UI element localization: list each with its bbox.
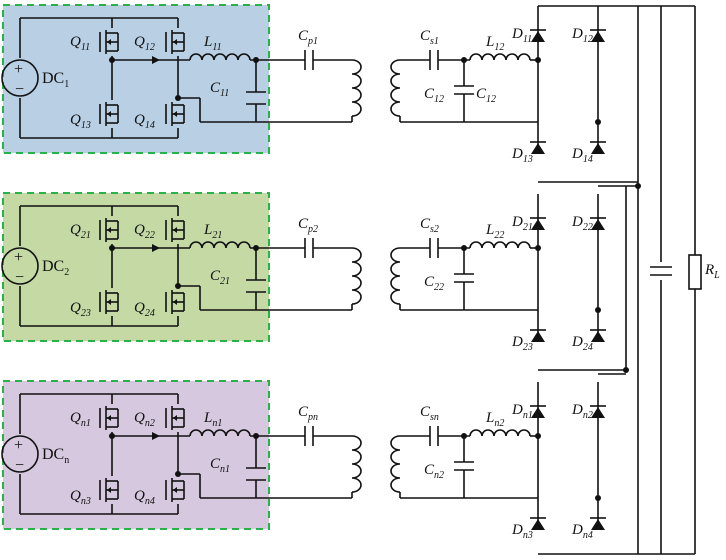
dc-source-label: DC1: [42, 70, 69, 90]
diode-d11: [530, 29, 546, 42]
svg-text:−: −: [15, 457, 24, 474]
load-label: RL: [704, 262, 720, 281]
secondary-shunt-label: C22: [424, 274, 444, 293]
switch-q14: [165, 100, 185, 128]
inductor-label: Ln1: [203, 410, 222, 429]
secondary-inductor-label: L22: [485, 222, 504, 241]
capacitor-label: Cn1: [210, 456, 230, 475]
switch-label: Q12: [134, 34, 155, 53]
dc-source-label: DC2: [42, 258, 69, 278]
switch-qn2: [165, 404, 185, 432]
diode-label: D23: [511, 334, 533, 353]
load-resistor: RL: [688, 254, 720, 290]
switch-label: Q21: [70, 222, 91, 241]
svg-text:+: +: [14, 61, 23, 78]
switch-qn3: [99, 476, 119, 504]
dc-source: + − DC1: [1, 18, 69, 138]
diode-label: Dn3: [511, 522, 533, 541]
primary-cap-label: Cpn: [298, 404, 318, 423]
module-box: [2, 192, 270, 342]
secondary-inductor: [469, 429, 531, 437]
diode-label: D21: [511, 214, 533, 233]
secondary-cap-label: Csn: [420, 404, 439, 423]
resonant-inductor: [189, 429, 251, 437]
dc-source: + − DC2: [1, 206, 69, 326]
secondary-cap-label: Cs1: [420, 28, 439, 47]
primary-cap-label: Cp2: [298, 216, 318, 235]
svg-text:−: −: [15, 81, 24, 98]
switch-label: Q23: [70, 300, 91, 319]
diode-label: D22: [571, 214, 593, 233]
diode-dn4: [590, 517, 606, 530]
switch-label: Q24: [134, 300, 155, 319]
capacitor-label: C11: [210, 80, 229, 99]
diode-dn1: [530, 405, 546, 418]
switch-q22: [165, 216, 185, 244]
switch-qn4: [165, 476, 185, 504]
diode-d13: [530, 141, 546, 154]
svg-text:+: +: [14, 437, 23, 454]
capacitor-label: C21: [210, 268, 230, 287]
dc-source: + − DCn: [1, 394, 69, 514]
secondary-shunt-label: Cn2: [424, 462, 444, 481]
switch-label: Q11: [70, 34, 90, 53]
diode-d23: [530, 329, 546, 342]
secondary-inductor: [469, 53, 531, 61]
switch-label: Q22: [134, 222, 155, 241]
primary-cap-label: Cp1: [298, 28, 318, 47]
switch-label: Qn4: [134, 488, 155, 507]
diode-d21: [530, 217, 546, 230]
svg-text:−: −: [15, 269, 24, 286]
diode-dn3: [530, 517, 546, 530]
secondary-inductor-label: Ln2: [485, 410, 504, 429]
module-box: [2, 4, 270, 154]
switch-label: Qn1: [70, 410, 91, 429]
switch-label: Qn3: [70, 488, 91, 507]
secondary-cap-label: Cs2: [420, 216, 439, 235]
diode-d12: [590, 29, 606, 42]
diode-d24: [590, 329, 606, 342]
svg-text:+: +: [14, 249, 23, 266]
module-box: [2, 380, 270, 530]
secondary-inductor-label: L12: [485, 34, 504, 53]
diode-d22: [590, 217, 606, 230]
diode-label: D24: [571, 334, 593, 353]
switch-q24: [165, 288, 185, 316]
resonant-inductor: [189, 53, 251, 61]
diode-label: Dn1: [511, 402, 533, 421]
resonant-inductor: [189, 241, 251, 249]
inductor-label: L21: [203, 222, 222, 241]
inductor-label: L11: [203, 34, 222, 53]
switch-qn1: [99, 404, 119, 432]
secondary-shunt-label-extra: C12: [476, 86, 496, 105]
switch-q23: [99, 288, 119, 316]
diode-label: Dn4: [571, 522, 593, 541]
diode-label: D11: [511, 26, 532, 45]
diode-label: Dn2: [571, 402, 593, 421]
switch-q11: [99, 28, 119, 56]
switch-label: Q14: [134, 112, 155, 131]
switch-q21: [99, 216, 119, 244]
dc-source-label: DCn: [42, 446, 69, 466]
diode-label: D14: [571, 146, 593, 165]
switch-label: Qn2: [134, 410, 155, 429]
diode-d14: [590, 141, 606, 154]
diode-label: D13: [511, 146, 533, 165]
output-capacitor: [648, 262, 674, 280]
secondary-inductor: [469, 241, 531, 249]
diode-dn2: [590, 405, 606, 418]
switch-q13: [99, 100, 119, 128]
diode-label: D12: [571, 26, 593, 45]
secondary-shunt-label: C12: [424, 86, 444, 105]
switch-label: Q13: [70, 112, 91, 131]
switch-q12: [165, 28, 185, 56]
